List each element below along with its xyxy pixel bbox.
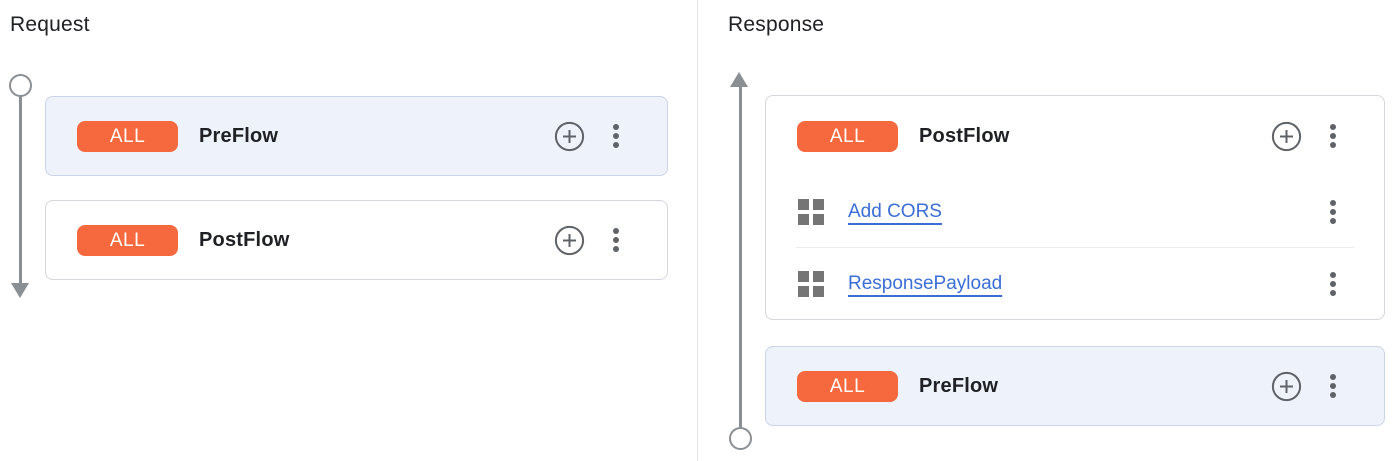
condition-badge: ALL [797,370,898,402]
kebab-menu-icon [1330,199,1336,224]
policy-row-responsepayload: ResponsePayload [766,248,1384,319]
add-policy-button[interactable] [554,225,585,256]
kebab-menu-icon [1330,374,1336,398]
add-policy-button[interactable] [1271,121,1302,152]
more-options-button[interactable] [1329,123,1337,149]
more-options-button[interactable] [1329,199,1337,225]
request-timeline-line [19,96,22,284]
condition-badge: ALL [77,224,178,256]
add-policy-button[interactable] [554,121,585,152]
add-policy-button[interactable] [1271,371,1302,402]
response-timeline-line [739,86,742,427]
policy-divider [796,247,1354,248]
kebab-menu-icon [1330,124,1336,148]
more-options-button[interactable] [612,227,620,253]
kebab-menu-icon [1330,271,1336,296]
request-preflow-card[interactable]: ALL PreFlow [45,96,668,176]
flow-header: ALL PreFlow [766,347,1384,425]
flow-header: ALL PostFlow [46,201,667,279]
response-postflow-card[interactable]: ALL PostFlow Add CORS ResponsePayload [765,95,1385,320]
more-options-button[interactable] [1329,373,1337,399]
request-timeline-arrow-down-icon [11,283,29,298]
response-panel-title: Response [728,13,825,36]
request-panel-title: Request [10,13,90,36]
response-preflow-card[interactable]: ALL PreFlow [765,346,1385,426]
request-timeline-start-circle [9,74,32,97]
policy-grid-icon [798,198,824,225]
flow-header: ALL PreFlow [46,97,667,175]
plus-circle-icon [554,121,585,151]
plus-circle-icon [554,225,585,255]
flow-name: PostFlow [919,124,1010,147]
policy-link-responsepayload[interactable]: ResponsePayload [848,272,1003,294]
flow-name: PostFlow [199,228,290,251]
response-timeline-arrow-up-icon [730,72,748,87]
policy-link-add-cors[interactable]: Add CORS [848,200,942,222]
policy-grid-icon [798,270,824,297]
kebab-menu-icon [613,228,619,252]
flow-header: ALL PostFlow [766,96,1384,176]
request-postflow-card[interactable]: ALL PostFlow [45,200,668,280]
kebab-menu-icon [613,124,619,148]
condition-badge: ALL [797,120,898,152]
plus-circle-icon [1271,371,1302,401]
condition-badge: ALL [77,120,178,152]
plus-circle-icon [1271,121,1302,151]
more-options-button[interactable] [1329,271,1337,297]
panel-divider [697,0,698,461]
flow-name: PreFlow [919,374,999,397]
more-options-button[interactable] [612,123,620,149]
response-timeline-start-circle [729,427,752,450]
flow-name: PreFlow [199,124,279,147]
policy-row-add-cors: Add CORS [766,176,1384,247]
